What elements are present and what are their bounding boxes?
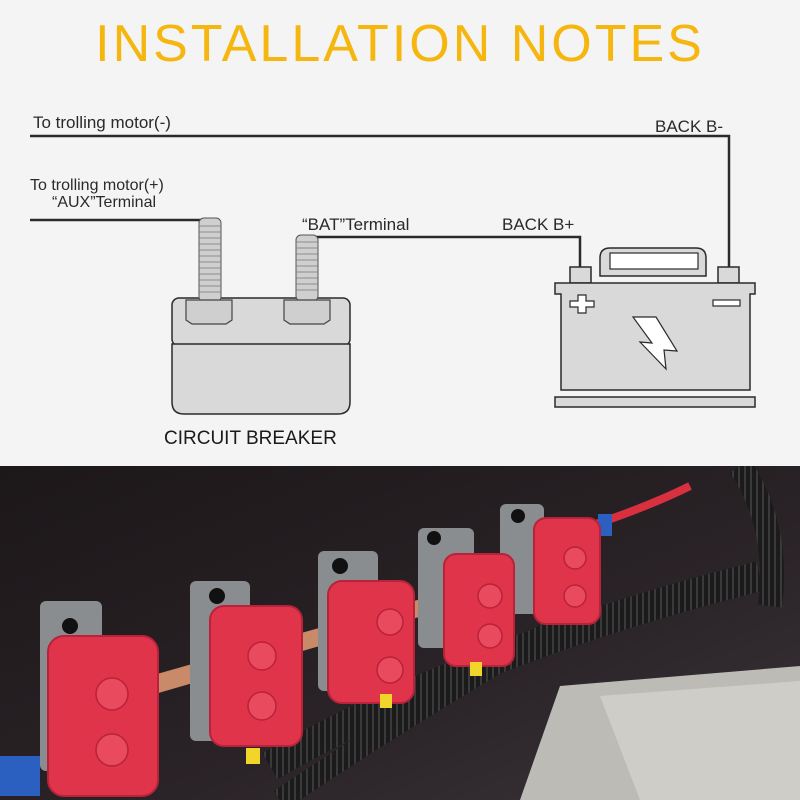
battery-icon [554, 247, 756, 408]
wiring-diagram [30, 134, 756, 415]
installation-photo [0, 466, 800, 800]
circuit-breaker-caption: CIRCUIT BREAKER [164, 428, 337, 449]
lightning-bolt-icon [631, 316, 679, 371]
plus-sign-icon [569, 294, 595, 314]
aux-terminal-label: “AUX”Terminal [52, 194, 157, 211]
back-b-plus-label: BACK B+ [502, 215, 575, 234]
page-title: INSTALLATION NOTES [95, 15, 705, 73]
circuit-breaker-icon [171, 217, 351, 415]
minus-sign-icon [712, 299, 741, 307]
back-b-minus-label: BACK B- [655, 117, 724, 136]
positive-motor-label: To trolling motor(+) [30, 177, 164, 194]
bat-terminal-label: “BAT”Terminal [302, 215, 410, 234]
positive-wire [310, 235, 582, 272]
negative-motor-label: To trolling motor(-) [33, 113, 171, 132]
negative-wire [30, 134, 731, 270]
